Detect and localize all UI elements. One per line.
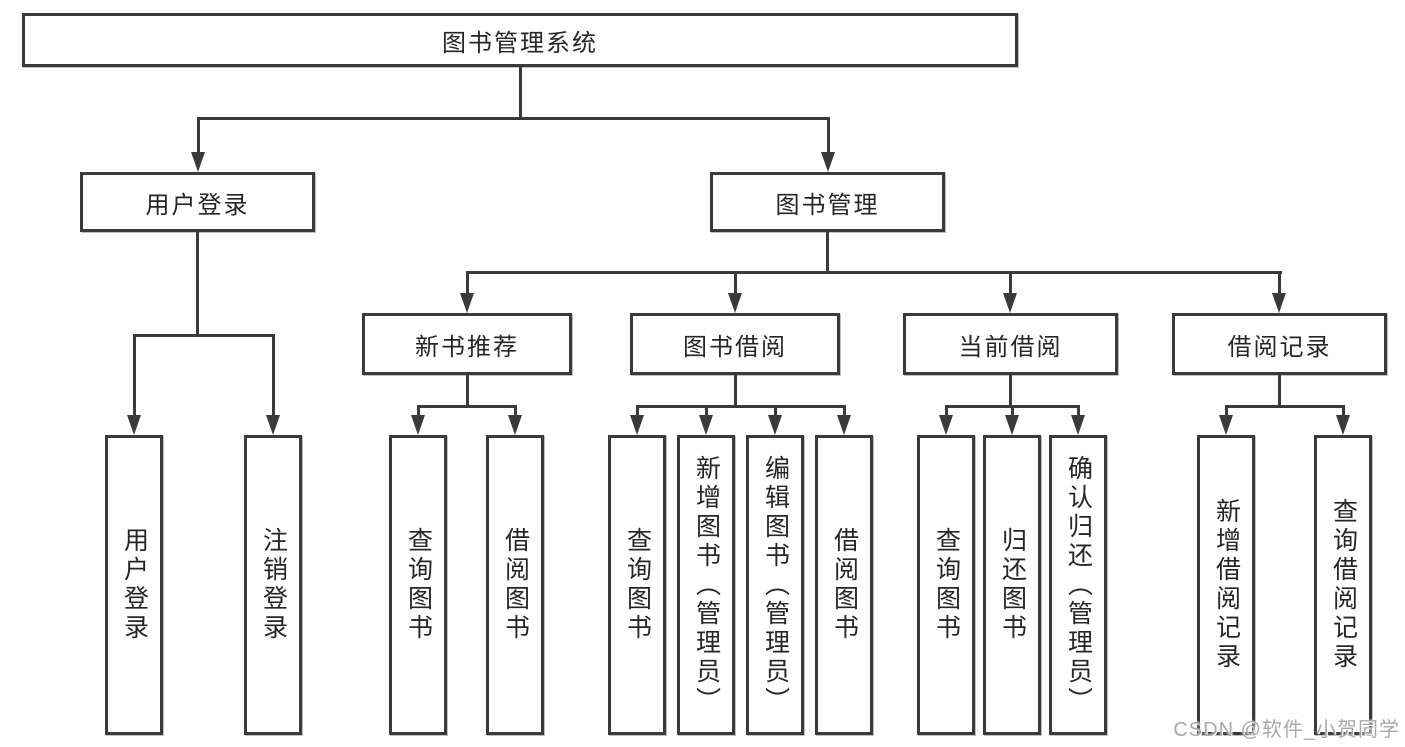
connector-line (826, 232, 829, 273)
connector-line (271, 333, 275, 418)
arrow-down-icon (1071, 415, 1085, 435)
connector-line (518, 67, 522, 118)
leaf-label: 归还图书 (998, 527, 1027, 643)
leaf-edit-books-admin: 编辑图书（管理员） (746, 435, 804, 735)
node-label: 借阅记录 (1227, 333, 1332, 361)
node-label: 图书借阅 (683, 333, 787, 361)
connector-line (416, 404, 420, 418)
leaf-borrow-books: 借阅图书 (815, 435, 873, 735)
connector-line (1278, 270, 1281, 296)
leaf-label: 查询借阅记录 (1329, 498, 1358, 672)
node-book-management: 图书管理 (710, 172, 945, 232)
arrow-down-icon (191, 152, 205, 172)
leaf-label: 注销登录 (259, 527, 288, 643)
arrow-down-icon (460, 293, 474, 313)
leaf-add-borrow-record: 新增借阅记录 (1197, 435, 1255, 735)
connector-line (635, 404, 846, 408)
connector-line (1076, 404, 1080, 418)
connector-line (513, 404, 517, 418)
leaf-confirm-return-admin: 确认归还（管理员） (1049, 435, 1107, 735)
arrow-down-icon (266, 415, 280, 435)
leaf-label: 新增图书（管理员） (692, 454, 721, 716)
connector-line (196, 232, 199, 335)
connector-line (465, 270, 1282, 274)
connector-line (826, 116, 830, 155)
connector-line (132, 333, 275, 337)
arrow-down-icon (508, 415, 522, 435)
arrow-down-icon (939, 415, 953, 435)
leaf-borrow-books-recommend: 借阅图书 (486, 435, 544, 735)
arrow-down-icon (1219, 415, 1233, 435)
connector-line (465, 270, 469, 296)
node-library-management-system: 图书管理系统 (22, 13, 1018, 67)
leaf-query-borrow-record: 查询借阅记录 (1314, 435, 1372, 735)
arrow-down-icon (728, 293, 742, 313)
leaf-label: 确认归还（管理员） (1064, 454, 1093, 716)
connector-line (842, 404, 846, 418)
node-label: 图书管理 (775, 191, 880, 219)
connector-line (1224, 404, 1345, 408)
connector-line (465, 375, 469, 406)
leaf-label: 查询图书 (404, 527, 433, 643)
connector-line (773, 404, 777, 418)
connector-line (635, 404, 639, 418)
connector-line (1009, 270, 1012, 296)
connector-line (196, 116, 200, 155)
leaf-label: 查询图书 (623, 527, 652, 643)
connector-line (1009, 375, 1012, 406)
arrow-down-icon (837, 415, 851, 435)
arrow-down-icon (1005, 415, 1019, 435)
connector-line (733, 375, 737, 406)
arrow-down-icon (821, 152, 835, 172)
node-new-book-recommend: 新书推荐 (362, 313, 572, 375)
arrow-down-icon (699, 415, 713, 435)
connector-line (1341, 404, 1345, 418)
leaf-query-books-current: 查询图书 (917, 435, 975, 735)
node-label: 图书管理系统 (442, 29, 598, 57)
node-book-borrow: 图书借阅 (630, 313, 840, 375)
leaf-logout-login: 注销登录 (244, 435, 302, 735)
node-label: 新书推荐 (415, 333, 519, 361)
connector-line (704, 404, 708, 418)
node-label: 当前借阅 (958, 333, 1063, 361)
arrow-down-icon (768, 415, 782, 435)
connector-line (1224, 404, 1228, 418)
arrow-down-icon (127, 415, 141, 435)
leaf-return-books: 归还图书 (983, 435, 1041, 735)
connector-line (733, 270, 737, 296)
leaf-user-login: 用户登录 (105, 435, 163, 735)
arrow-down-icon (1336, 415, 1350, 435)
leaf-label: 新增借阅记录 (1212, 498, 1241, 672)
leaf-query-books-recommend: 查询图书 (389, 435, 447, 735)
leaf-label: 借阅图书 (830, 527, 859, 643)
arrow-down-icon (630, 415, 644, 435)
node-current-borrow: 当前借阅 (903, 313, 1118, 375)
leaf-label: 查询图书 (932, 527, 961, 643)
connector-line (1010, 404, 1014, 418)
node-label: 用户登录 (145, 191, 250, 219)
connector-line (196, 116, 830, 120)
connector-line (416, 404, 517, 408)
connector-line (132, 333, 136, 418)
csdn-watermark: CSDN @软件_小贺同学 (1173, 719, 1400, 741)
leaf-add-books-admin: 新增图书（管理员） (677, 435, 735, 735)
connector-line (944, 404, 948, 418)
leaf-label: 借阅图书 (501, 527, 530, 643)
arrow-down-icon (1003, 293, 1017, 313)
leaf-query-books-borrow: 查询图书 (608, 435, 666, 735)
connector-line (1278, 375, 1281, 406)
leaf-label: 用户登录 (120, 527, 149, 643)
leaf-label: 编辑图书（管理员） (761, 454, 790, 716)
arrow-down-icon (411, 415, 425, 435)
arrow-down-icon (1272, 293, 1286, 313)
node-user-login: 用户登录 (80, 172, 315, 232)
node-borrow-records: 借阅记录 (1172, 313, 1387, 375)
